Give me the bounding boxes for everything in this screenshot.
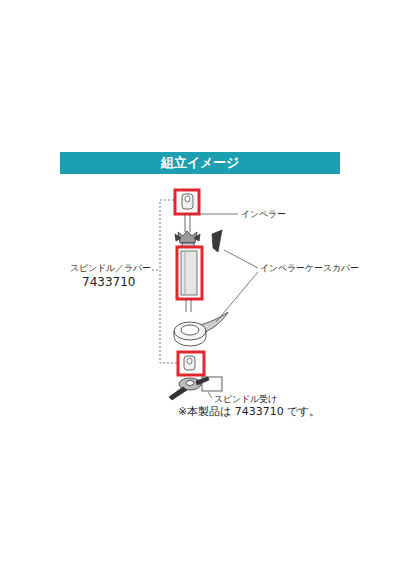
spindle-rubber xyxy=(181,251,197,295)
highlight-box xyxy=(178,352,204,375)
highlight-box xyxy=(177,247,202,299)
receiver-top xyxy=(184,356,195,370)
bracket-line xyxy=(152,200,177,363)
part-name: インペラーケースカバー xyxy=(260,262,359,275)
top-cap xyxy=(182,194,193,209)
title-band: 組立イメージ xyxy=(60,152,340,174)
part-name: スピンドル／ラバー xyxy=(70,262,151,275)
impeller xyxy=(175,231,200,247)
case-cover-blade xyxy=(212,230,222,252)
leader-line xyxy=(200,214,258,398)
shaft xyxy=(185,214,190,232)
highlight-box xyxy=(175,190,199,214)
part-name: インペラー xyxy=(241,208,286,221)
part-number: 7433710 xyxy=(82,275,135,289)
title-text: 組立イメージ xyxy=(161,154,239,172)
note-text: ※本製品は 7433710 です。 xyxy=(178,404,320,419)
part-name: スピンドル受け xyxy=(214,393,277,406)
